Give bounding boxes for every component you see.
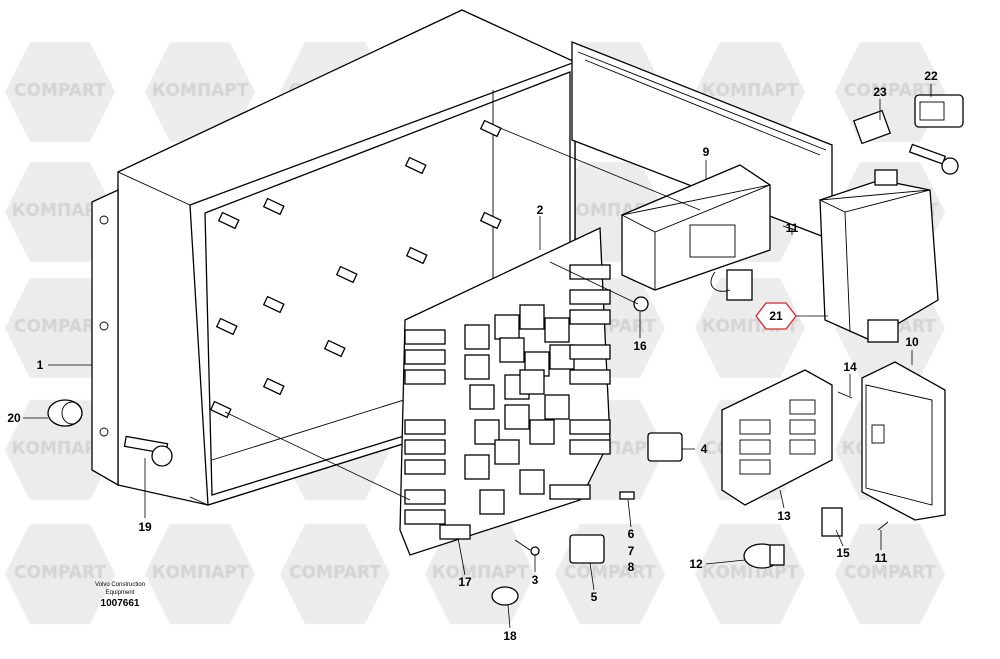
relay-board [399, 226, 611, 556]
control-unit-9 [620, 164, 771, 301]
relay [474, 419, 500, 445]
relay [519, 304, 545, 330]
relay [464, 324, 490, 350]
callout-16: 16 [633, 339, 647, 353]
small-parts [47, 225, 889, 606]
callout-22: 22 [924, 69, 938, 83]
cover-10 [861, 361, 946, 521]
fuse-block [569, 419, 611, 435]
relay [504, 404, 530, 430]
fuse-block [569, 264, 611, 280]
callout-23: 23 [873, 85, 887, 99]
fuse-block [404, 369, 446, 385]
relay [529, 419, 555, 445]
electronic-unit-21 [818, 169, 939, 343]
fuse-block [404, 509, 446, 525]
drawing-caption: Volvo Construction Equipment 1007661 [95, 582, 145, 609]
relay [494, 439, 520, 465]
callout-11b: 11 [875, 551, 888, 565]
relay [464, 454, 490, 480]
caption-number: 1007661 [101, 598, 140, 609]
callout-15: 15 [836, 546, 850, 560]
fuse-block [569, 344, 611, 360]
fuse-block [404, 419, 446, 435]
callout-21: 21 [769, 309, 783, 323]
callout-8: 8 [628, 560, 635, 574]
callout-5: 5 [591, 590, 598, 604]
callout-17: 17 [458, 575, 472, 589]
relay [544, 317, 570, 343]
fuse-block [404, 489, 446, 505]
callout-2: 2 [537, 203, 544, 217]
callout-1: 1 [37, 358, 44, 372]
caption-line1: Volvo Construction [95, 582, 145, 588]
callout-20: 20 [7, 411, 21, 425]
leader-lines [23, 84, 932, 629]
callout-10: 10 [905, 335, 919, 349]
callout-labels: 1 2 3 4 5 6 7 8 9 10 11 11 12 13 14 15 1… [7, 69, 938, 643]
fuse-block [569, 309, 611, 325]
relay [499, 337, 525, 363]
relay [469, 384, 495, 410]
callout-4: 4 [701, 442, 708, 456]
relay [544, 394, 570, 420]
callout-9: 9 [703, 145, 710, 159]
callout-12: 12 [689, 557, 703, 571]
relay [519, 369, 545, 395]
fuse-block [569, 439, 611, 455]
studs [209, 119, 502, 419]
callout-7: 7 [628, 544, 635, 558]
caption-line2: Equipment [106, 590, 135, 596]
callout-19: 19 [138, 520, 152, 534]
fuse-block [404, 459, 446, 475]
callout-6: 6 [628, 527, 635, 541]
fuse-block [549, 484, 591, 500]
panel-13 [721, 369, 833, 506]
relay-22 [852, 94, 964, 175]
relay [479, 489, 505, 515]
fuse-block [569, 289, 611, 305]
fuse-block [404, 349, 446, 365]
callout-3: 3 [532, 573, 539, 587]
relay [494, 314, 520, 340]
callout-13: 13 [777, 509, 791, 523]
callout-18: 18 [503, 629, 517, 643]
fuse-block [404, 439, 446, 455]
callout-14: 14 [843, 360, 857, 374]
highlight-hexagon-21 [755, 302, 797, 330]
relay [464, 354, 490, 380]
fuse-block [569, 369, 611, 385]
fuse-block [404, 329, 446, 345]
callout-11a: 11 [786, 221, 799, 235]
relay [519, 469, 545, 495]
